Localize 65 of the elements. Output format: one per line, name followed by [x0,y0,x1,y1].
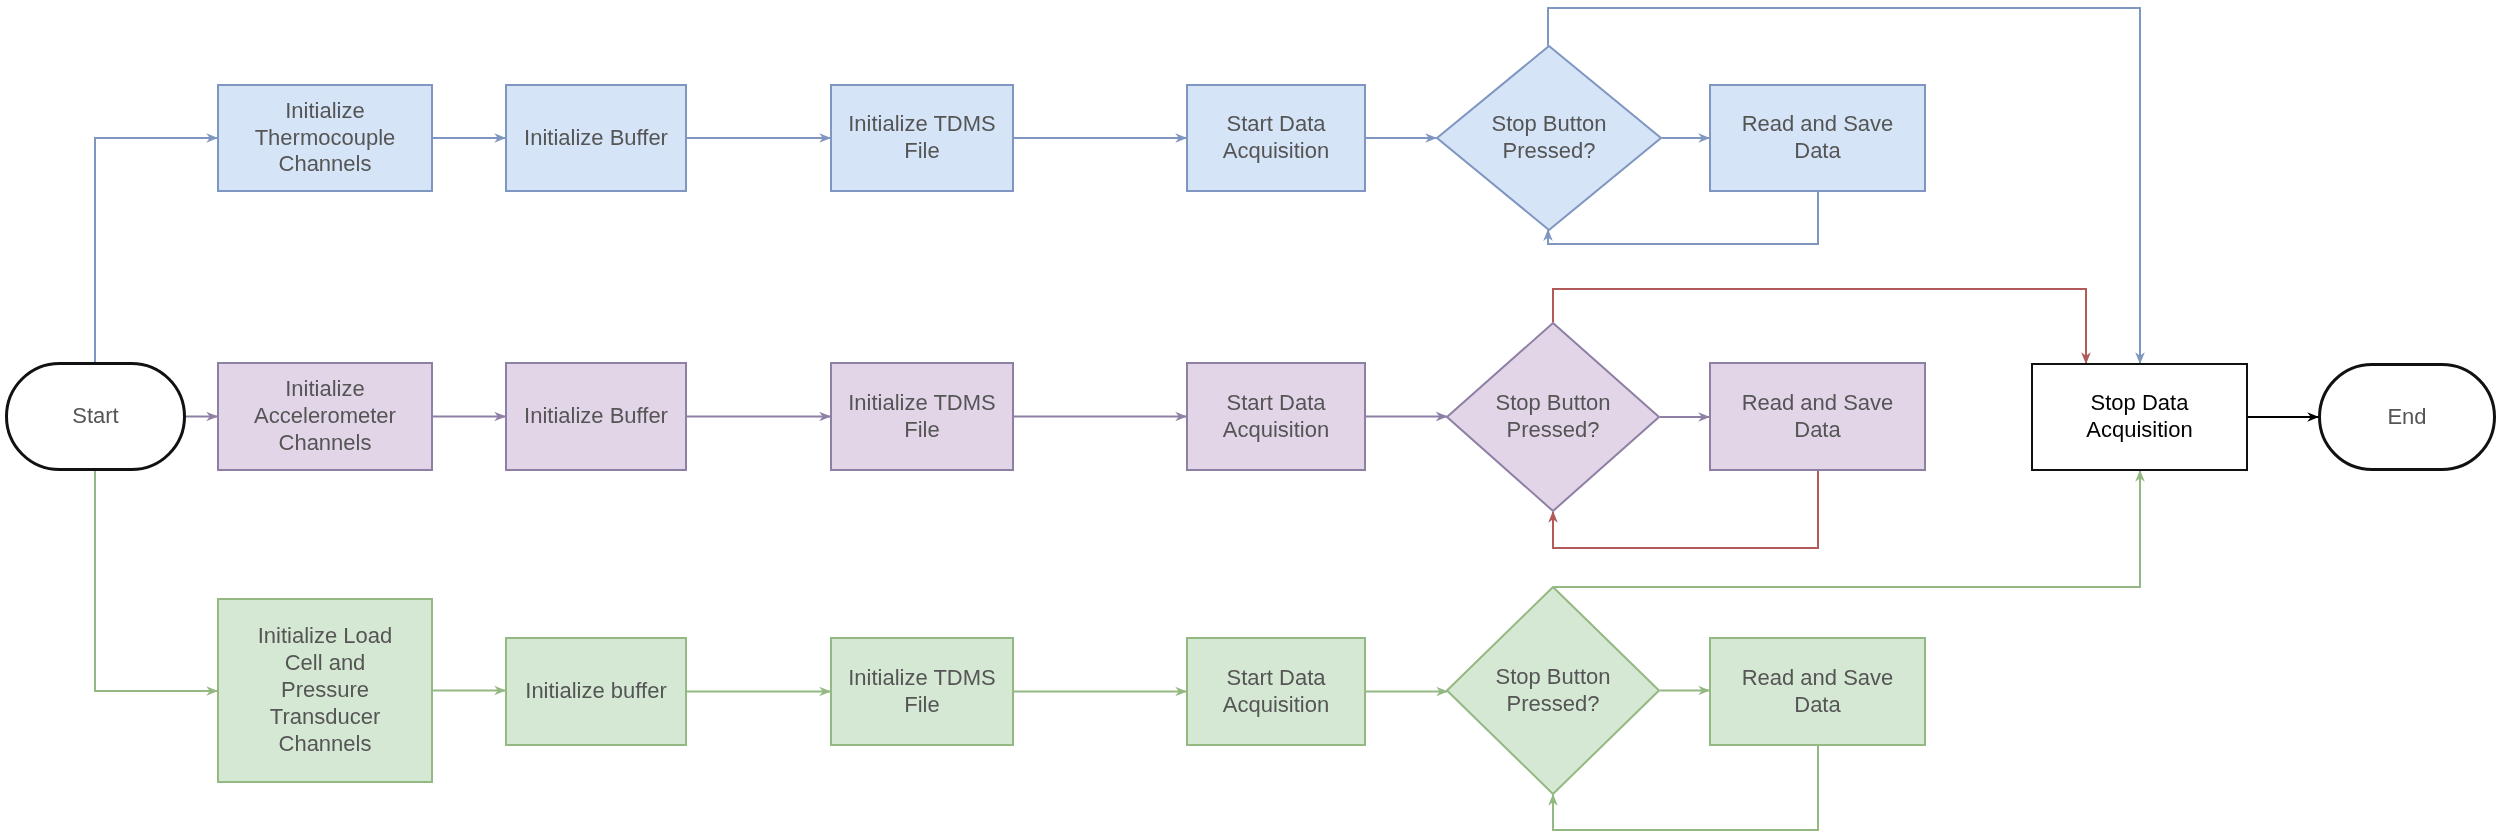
node-label: Initialize buffer [525,678,667,705]
node-label: Start Data Acquisition [1221,111,1331,165]
arrow [94,470,219,696]
node-label: Initialize Accelerometer Channels [253,376,397,457]
node-label: Stop Data Acquisition [2085,390,2194,444]
node-label: Read and Save Data [1740,111,1895,165]
arrow [1013,411,1188,422]
arrow [1365,411,1448,422]
process-box [1709,637,1926,746]
process-box [1186,84,1366,192]
arrow [1013,133,1188,143]
arrow [94,133,219,363]
node-label: Start [72,403,119,430]
arrow [1661,133,1711,143]
node-label: Initialize Thermocouple Channels [253,97,397,179]
arrow [686,411,832,422]
node-label: Initialize Load Cell and Pressure Transducer Channels [256,623,394,758]
arrow [1365,686,1449,697]
arrow [1659,685,1711,696]
node-label: Start Data Acquisition [1221,664,1331,719]
node-label: End [2387,403,2427,431]
process-box [217,84,433,192]
arrow [1013,686,1188,697]
process-box [505,362,687,471]
node-label: Initialize TDMS File [847,111,997,165]
arrow [432,685,507,696]
process-box [830,84,1014,192]
arrow [686,133,832,143]
process-box [217,362,433,471]
node-label: Stop Button Pressed? [1490,111,1608,165]
arrow [1553,469,2145,588]
node-label: Start Data Acquisition [1221,389,1331,444]
arrow [686,686,832,697]
process-box [830,362,1014,471]
arrow [1552,288,2091,365]
arrow [2247,412,2320,422]
node-label: Initialize Buffer [524,403,668,430]
process-box [505,84,687,192]
arrow [432,411,507,422]
node-label: Initialize Buffer [524,124,668,152]
node-label: Stop Button Pressed? [1494,663,1612,718]
arrow [1543,191,1819,245]
arrow [1548,470,1819,549]
arrow [1548,745,1819,831]
arrow [1547,7,2145,365]
node-label: Stop Button Pressed? [1494,390,1612,444]
process-box [505,637,687,746]
node-label: Read and Save Data [1740,389,1895,444]
process-box [217,598,433,783]
decision-diamond [1446,586,1660,795]
node-label: Read and Save Data [1740,664,1895,719]
process-box [1186,637,1366,746]
arrow [185,411,219,422]
process-box [1709,362,1926,471]
node-label: Initialize TDMS File [847,664,997,719]
decision-diamond [1436,45,1662,231]
decision-diamond [1446,322,1660,512]
process-box [1709,84,1926,192]
arrow [1659,412,1711,422]
arrow [1365,133,1438,143]
node-label: Initialize TDMS File [847,389,997,444]
arrow [432,133,507,143]
process-box [830,637,1014,746]
process-box [2031,363,2248,471]
process-box [1186,362,1366,471]
